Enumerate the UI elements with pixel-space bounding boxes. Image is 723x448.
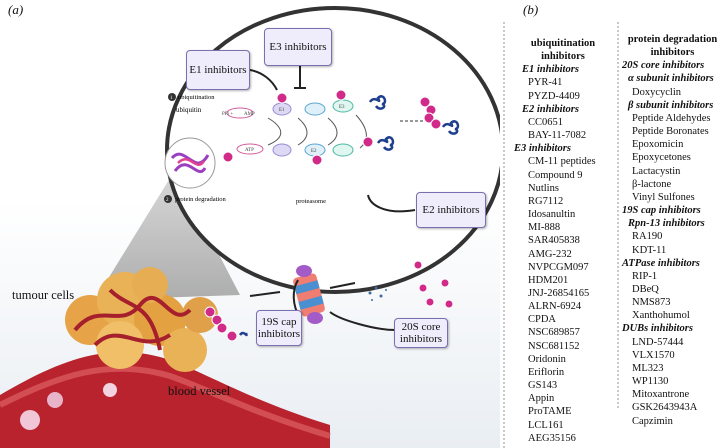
inhibitor-item: ML323 <box>632 362 664 374</box>
e1-inhibitors-box: E1 inhibitors <box>186 50 250 90</box>
inhibitor-item: CPDA <box>528 314 557 326</box>
protein-degradation-step-label: protein degradation <box>175 196 226 203</box>
panel-divider <box>503 22 505 448</box>
ppi-label: PPi + <box>222 112 233 117</box>
inhibitor-item: AMG-232 <box>528 248 572 260</box>
inhibitor-item: CM-11 peptides <box>528 156 596 168</box>
zoom-wedge <box>95 170 240 300</box>
inhibitor-item: β-lactone <box>632 178 672 190</box>
inhibitor-class-heading: E2 inhibitors <box>522 103 579 115</box>
20s-core-inhibitors-box: 20S core inhibitors <box>394 318 448 348</box>
e3-label: E3 <box>339 105 345 110</box>
inhibitor-item: RG7112 <box>528 195 564 207</box>
inhibitor-item: NSC681152 <box>528 340 580 352</box>
peptide-fragments <box>368 286 387 301</box>
arrows <box>249 60 416 331</box>
inhibitor-item: Idosanultin <box>528 209 576 221</box>
step-markers: 1 2 <box>164 93 176 203</box>
inhibitor-item: NVPCGM097 <box>528 261 589 273</box>
inhibitor-item: RA190 <box>632 231 663 243</box>
blood-vessel <box>0 352 331 448</box>
inhibitor-item: Oridonin <box>528 353 566 365</box>
inhibitor-item: LND-57444 <box>632 336 684 348</box>
inhibitor-item: LCL161 <box>528 419 564 431</box>
inhibitor-item: Epoxomicin <box>632 139 684 151</box>
ubiquitin-label: ubiquitin <box>176 106 202 114</box>
inhibitor-item: Nutlins <box>528 182 559 194</box>
inhibitor-class-heading: E3 inhibitors <box>514 143 571 155</box>
tumour-cells-label: tumour cells <box>12 288 75 302</box>
e2-label: E2 <box>311 149 317 154</box>
inhibitor-item: BAY-11-7082 <box>528 130 587 142</box>
e1-label: E1 <box>279 108 285 113</box>
inhibitor-class-heading: β subunit inhibitors <box>628 99 714 111</box>
inhibitor-class-heading: DUBs inhibitors <box>622 323 693 335</box>
degradation-inhibitors-title: protein degradation inhibitors <box>627 34 718 59</box>
panel-a-label: (a) <box>8 2 24 17</box>
inhibitor-item: ALRN-6924 <box>528 301 582 313</box>
inhibitor-item: KDT-11 <box>632 244 667 256</box>
inhibitor-item: ProTAME <box>528 406 572 418</box>
inhibitor-item: Capzimin <box>632 415 673 427</box>
enzyme-cycle <box>226 99 425 157</box>
step-1-number: 1 <box>170 96 173 101</box>
inhibitor-item: SAR405838 <box>528 235 580 247</box>
inhibitor-item: Xanthohumol <box>632 310 690 322</box>
inhibitor-item: DBeQ <box>632 283 659 295</box>
inhibitor-item: RIP-1 <box>632 270 658 282</box>
inhibitor-item: Eriflorin <box>528 366 565 378</box>
inhibitor-class-heading: ATPase inhibitors <box>622 257 700 269</box>
e3-inhibitors-box: E3 inhibitors <box>264 28 332 66</box>
inhibitor-item: CC0651 <box>528 116 564 128</box>
ubiquitin-structure <box>164 137 216 189</box>
inhibitor-item: Peptide Boronates <box>632 126 709 138</box>
inhibitor-item: PYZD-4409 <box>528 90 580 102</box>
inhibitor-item: Peptide Aldehydes <box>632 112 711 124</box>
inhibitor-item: Mitoxantrone <box>632 389 690 401</box>
ubiquitin-chain <box>204 89 454 342</box>
atp-label: ATP <box>245 148 254 153</box>
proteasome-label: proteasome <box>296 198 326 205</box>
inhibitor-item: WP1130 <box>632 376 669 388</box>
inhibitor-item: JNJ-26854165 <box>528 287 590 299</box>
inhibitor-item: Doxycyclin <box>632 86 681 98</box>
amp-label: AMP <box>244 112 255 117</box>
inhibitor-class-heading: 19S cap inhibitors <box>622 205 701 217</box>
inhibitor-item: PYR-41 <box>528 77 563 89</box>
inhibitor-item: MI-888 <box>528 222 561 234</box>
proteasome <box>293 265 325 324</box>
panel-b-label: (b) <box>523 2 539 17</box>
inhibitor-item: Compound 9 <box>528 169 583 181</box>
inhibitor-item: NSC689857 <box>528 327 580 339</box>
inhibitor-item: HDM201 <box>528 274 569 286</box>
inhibitor-item: Lactacystin <box>632 165 681 177</box>
inhibitor-item: NMS873 <box>632 297 671 309</box>
19s-cap-inhibitors-box: 19S cap inhibitors <box>256 310 302 346</box>
inhibitor-item: Epoxycetones <box>632 152 691 164</box>
inhibitor-class-heading: Rpn-13 inhibitors <box>628 218 705 230</box>
ubiquitination-inhibitors-title: ubiquitination inhibitors <box>530 38 596 63</box>
inhibitor-class-heading: 20S core inhibitors <box>622 60 705 72</box>
inhibitor-class-heading: E1 inhibitors <box>522 64 579 76</box>
illustration: PPi + AMP ATP E1 E2 E3 <box>0 6 500 448</box>
inhibitor-item: GSK2643943A <box>632 402 698 414</box>
inhibitor-class-heading: α subunit inhibitors <box>628 73 714 85</box>
column-divider <box>617 22 619 408</box>
inhibitor-item: GS143 <box>528 380 558 392</box>
substrate-protein <box>238 95 460 337</box>
e2-inhibitors-box: E2 inhibitors <box>416 192 486 228</box>
inhibitor-item: AEG35156 <box>528 432 576 444</box>
blood-vessel-label: blood vessel <box>168 384 231 398</box>
ubiquitination-step-label: ubiquitination <box>178 94 215 101</box>
tumour-cells <box>65 267 218 372</box>
inhibitor-item: VLX1570 <box>632 349 675 361</box>
step-2-number: 2 <box>166 198 169 203</box>
inhibitor-item: Appin <box>528 393 555 405</box>
inhibitor-item: Vinyl Sulfones <box>632 191 695 203</box>
